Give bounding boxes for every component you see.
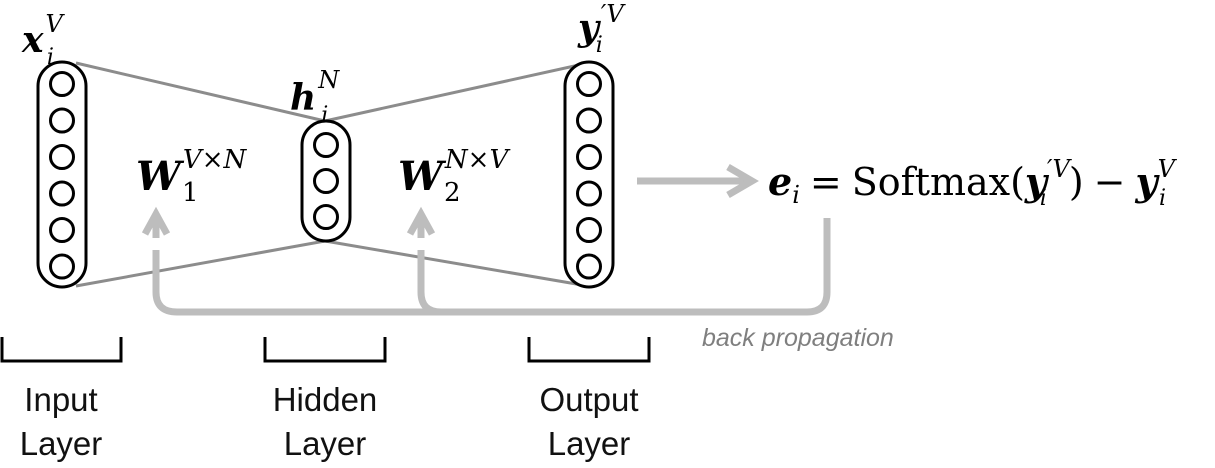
connection-output-bottom <box>324 239 589 288</box>
hidden-node <box>313 132 339 158</box>
connection-input-top <box>75 61 326 123</box>
hidden-layer-label-line2: Layer <box>284 425 367 462</box>
output-layer-label-line1: Output <box>539 381 638 418</box>
connection-input-bottom <box>75 239 326 288</box>
input-node <box>49 217 75 243</box>
input-layer-label-line1: Input <box>24 381 97 418</box>
input-bracket <box>0 337 123 363</box>
back-propagation-branch-w2 <box>417 250 442 316</box>
input-layer <box>36 60 88 289</box>
output-node <box>576 253 602 280</box>
input-node <box>49 107 75 134</box>
output-node <box>576 217 602 243</box>
back-propagation-main-line <box>152 218 831 316</box>
input-nodes <box>49 71 75 280</box>
output-layer-label-line2: Layer <box>548 425 631 462</box>
hidden-layer <box>300 119 352 243</box>
output-node <box>576 107 602 134</box>
weight-w1-sub: 1 <box>182 178 199 208</box>
hidden-node <box>313 204 339 230</box>
hidden-nodes <box>313 132 339 230</box>
input-node <box>49 144 75 170</box>
layer-brackets <box>0 337 651 363</box>
forward-arrow-head <box>726 163 759 199</box>
weight-w2-label: WN×V <box>398 145 510 200</box>
hidden-layer-label-line1: Hidden <box>273 381 378 418</box>
arrow-up-w2-head <box>406 206 436 236</box>
weight-w1-label: WV×N <box>136 145 247 200</box>
output-node <box>576 71 602 97</box>
output-node <box>576 144 602 170</box>
output-bracket <box>527 337 651 363</box>
connections <box>75 61 589 288</box>
hidden-node <box>313 168 339 194</box>
input-node <box>49 180 75 207</box>
output-node <box>576 180 602 207</box>
forward-arrow <box>637 163 759 199</box>
weight-w2-sub: 2 <box>444 178 461 208</box>
arrow-up-w1-head <box>141 206 171 236</box>
input-layer-label-line2: Layer <box>20 425 103 462</box>
output-layer <box>563 60 615 289</box>
connection-output-top <box>324 61 589 123</box>
hidden-bracket <box>263 337 387 363</box>
input-node <box>49 253 75 280</box>
input-node <box>49 71 75 97</box>
output-nodes <box>576 71 602 280</box>
back-propagation-path <box>141 206 831 316</box>
back-propagation-label: back propagation <box>702 324 894 352</box>
